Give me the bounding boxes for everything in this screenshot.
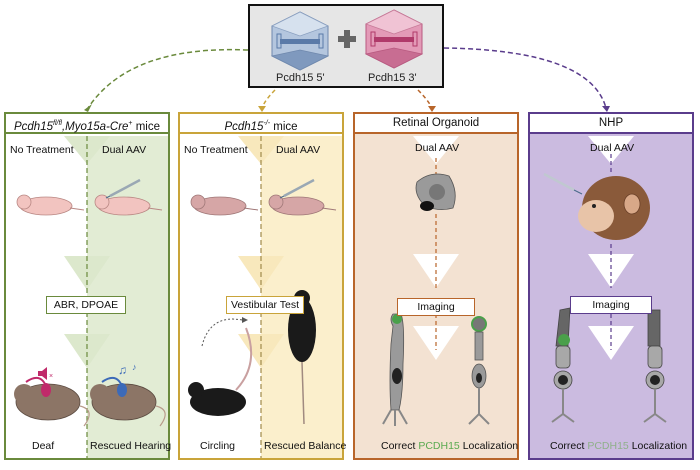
outcome-rescued-balance: Rescued Balance xyxy=(264,440,347,452)
flow-triangle-2 xyxy=(588,254,634,288)
panel-graphics xyxy=(382,136,490,426)
outcome-deaf: Deaf xyxy=(32,440,55,452)
mice-suffix: mice xyxy=(132,120,160,133)
panel-graphics xyxy=(543,136,667,423)
outcome-label: Correct PCDH15 Localization xyxy=(550,440,687,452)
cre-sup: + xyxy=(128,120,133,127)
capsid-3prime-icon xyxy=(364,9,424,69)
photoreceptor-localized-icon xyxy=(468,316,490,425)
panel-header: Retinal Organoid xyxy=(355,114,517,134)
step-vestibular-test: Vestibular Test xyxy=(226,296,304,314)
dual-aav-label: Dual AAV xyxy=(102,144,147,156)
panel-nhp: NHP Dual AAV Imaging Correct PCDH15 Loca… xyxy=(528,112,694,460)
flow-triangle-3 xyxy=(64,334,110,368)
arrowhead-organoid xyxy=(428,106,436,112)
panel-conditional-knockout-mice: × ♫♪ Pcdh15fl/fl,Myo15a-Cre+ mice No Tre… xyxy=(4,112,172,460)
cre-name: ,Myo15a-Cre xyxy=(61,120,129,133)
outcome-correct: Correct xyxy=(550,440,588,452)
outcome-label: Correct PCDH15 Localization xyxy=(381,440,518,452)
gene-name: Pcdh15 xyxy=(13,120,53,133)
arrow-to-cko xyxy=(87,48,249,109)
step-imaging: Imaging xyxy=(397,298,475,316)
organoid-icon xyxy=(415,173,456,211)
arrowhead-cko xyxy=(84,104,92,112)
panel-graphics: × ♫♪ xyxy=(14,136,166,458)
capsid-5prime-icon xyxy=(270,11,330,71)
photoreceptor-correct-icon xyxy=(382,313,408,426)
mice-suffix: mice xyxy=(270,120,298,133)
outcome-pcdh15: PCDH15 xyxy=(418,440,460,452)
syringe-icon xyxy=(279,178,315,199)
monkey-head-icon xyxy=(578,176,650,240)
syringe-icon xyxy=(105,178,141,199)
svg-text:×: × xyxy=(49,373,53,380)
no-treatment-label: No Treatment xyxy=(10,144,74,156)
cone-correct-icon xyxy=(551,307,575,423)
pup-untreated-icon xyxy=(16,194,85,216)
svg-text:♪: ♪ xyxy=(132,362,137,372)
arrowhead-ko xyxy=(258,106,266,112)
dual-aav-label: Dual AAV xyxy=(415,142,460,154)
arrow-to-ko xyxy=(261,89,276,109)
svg-text:♫: ♫ xyxy=(118,363,127,377)
outcome-localization: Localization xyxy=(459,440,519,452)
dual-aav-label: Dual AAV xyxy=(590,142,635,154)
cone-localized-icon xyxy=(643,309,667,423)
outcome-rescued-hearing: Rescued Hearing xyxy=(90,440,172,452)
dual-aav-vector-box: Pcdh15 5' Pcdh15 3' xyxy=(248,4,444,88)
panel-header: Pcdh15-/- mice xyxy=(180,114,342,134)
pup-treated-icon xyxy=(94,194,163,216)
arrowhead-nhp xyxy=(602,106,610,112)
pup-treated-icon xyxy=(268,194,337,216)
flow-triangle-1 xyxy=(238,136,284,164)
gene-name: Pcdh15 xyxy=(224,120,264,133)
circling-mouse-icon xyxy=(188,317,253,416)
vector-5prime-label: Pcdh15 5' xyxy=(276,72,325,84)
step-abr-dpoae: ABR, DPOAE xyxy=(46,296,126,314)
hearing-mouse-icon xyxy=(90,376,166,427)
genotype-sup: fl/fl xyxy=(53,120,62,127)
flow-triangle-1 xyxy=(64,136,110,164)
panel-header: NHP xyxy=(530,114,692,134)
step-imaging: Imaging xyxy=(570,296,652,314)
vector-3prime-label: Pcdh15 3' xyxy=(368,72,417,84)
dual-aav-label: Dual AAV xyxy=(276,144,321,156)
panel-knockout-mice: Pcdh15-/- mice No Treatment Dual AAV Ves… xyxy=(178,112,347,460)
plus-icon xyxy=(338,30,356,48)
outcome-circling: Circling xyxy=(200,440,236,452)
outcome-localization: Localization xyxy=(628,440,688,452)
outcome-correct: Correct xyxy=(381,440,419,452)
flow-triangle-1 xyxy=(588,136,634,164)
aav-capsids xyxy=(270,9,424,71)
genotype-sup: -/- xyxy=(263,120,271,127)
panel-graphics xyxy=(188,136,337,458)
deaf-mouse-icon xyxy=(14,376,90,427)
pup-untreated-icon xyxy=(190,194,259,216)
panel-header: Pcdh15fl/fl,Myo15a-Cre+ mice xyxy=(6,114,168,134)
outcome-pcdh15: PCDH15 xyxy=(587,440,629,452)
no-treatment-label: No Treatment xyxy=(184,144,248,156)
arrow-to-organoid xyxy=(417,89,433,109)
muted-speaker-icon: × xyxy=(38,367,53,380)
arrow-to-nhp xyxy=(443,47,607,109)
syringe-icon xyxy=(543,172,583,195)
music-notes-icon: ♫♪ xyxy=(118,362,137,377)
flow-triangle-1 xyxy=(413,136,459,164)
panel-retinal-organoid: Retinal Organoid Dual AAV Imaging Correc… xyxy=(353,112,519,460)
